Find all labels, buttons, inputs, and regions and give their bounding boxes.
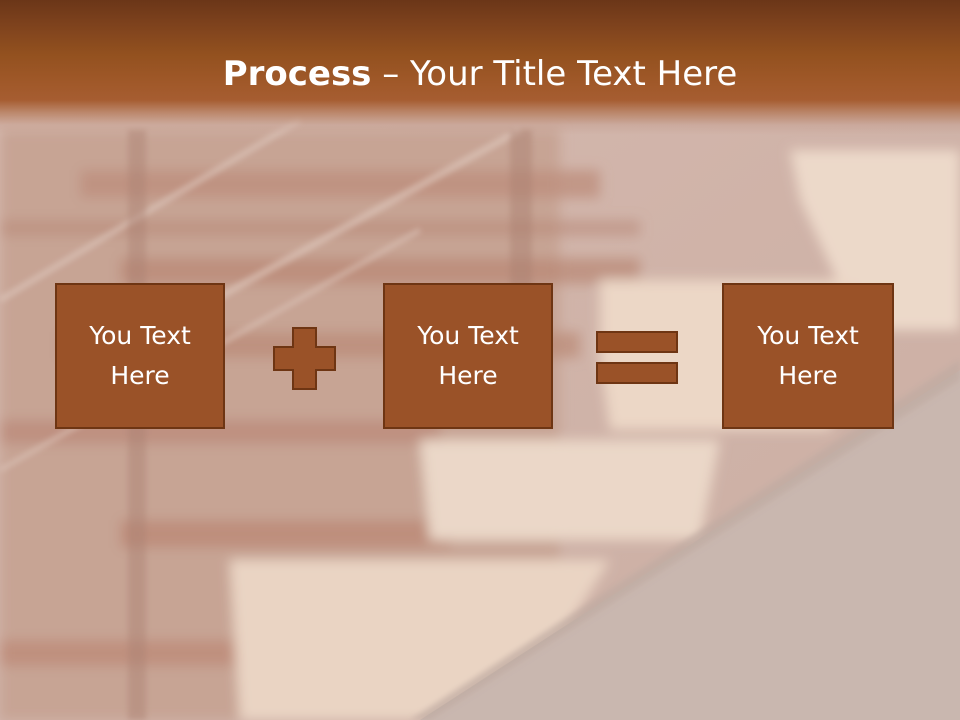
text-box-3-label: You Text Here (757, 321, 859, 390)
title-rest-part: – Your Title Text Here (371, 54, 738, 94)
title-band (0, 0, 960, 135)
equals-icon (596, 331, 678, 384)
title-bold-part: Process (222, 54, 372, 94)
slide-title: Process – Your Title Text Here (0, 52, 960, 96)
plus-icon (273, 327, 336, 390)
text-box-2-label: You Text Here (417, 321, 519, 390)
text-box-2[interactable]: You Text Here (383, 283, 553, 429)
text-box-1[interactable]: You Text Here (55, 283, 225, 429)
text-box-3[interactable]: You Text Here (722, 283, 894, 429)
text-box-1-label: You Text Here (89, 321, 191, 390)
